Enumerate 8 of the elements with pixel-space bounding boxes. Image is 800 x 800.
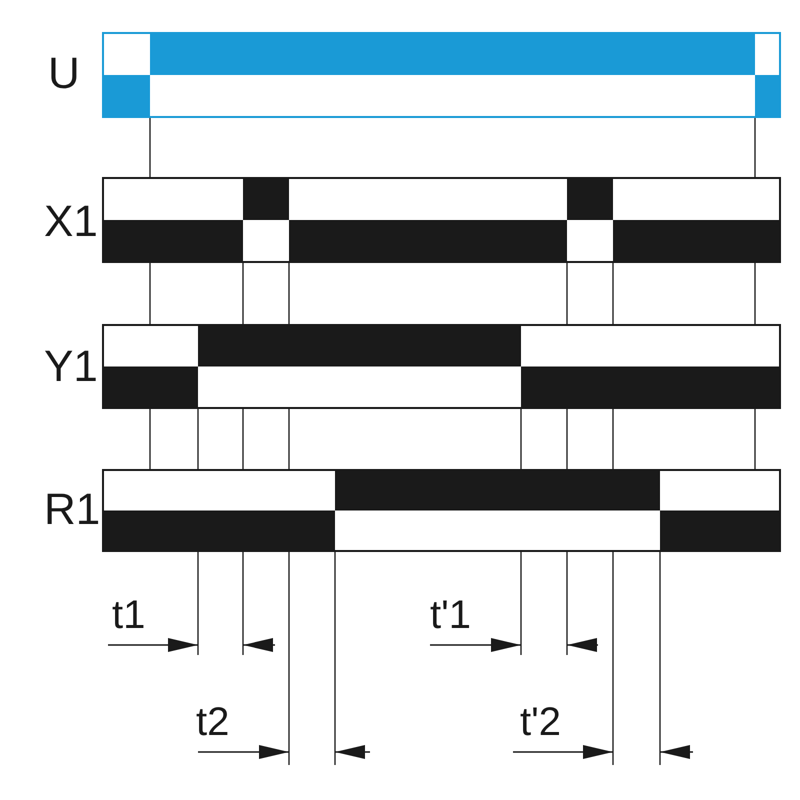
signal-label: R1	[44, 488, 100, 532]
signal-label: Y1	[44, 345, 98, 389]
signal-label: X1	[44, 200, 98, 244]
signal-label: U	[48, 52, 80, 96]
time-label: t2	[196, 702, 230, 742]
time-label: t'1	[430, 595, 471, 635]
time-label: t1	[112, 595, 146, 635]
time-label: t'2	[520, 702, 561, 742]
